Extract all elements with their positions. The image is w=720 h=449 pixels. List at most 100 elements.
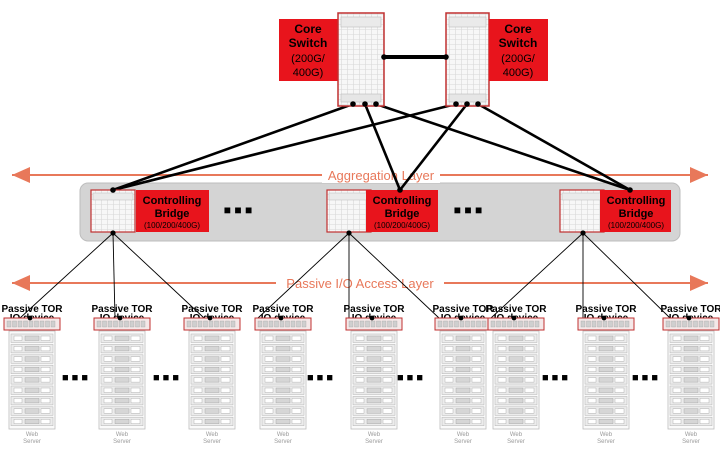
port-icon	[686, 315, 692, 321]
tor-label: Passive TOR	[486, 304, 548, 315]
port-icon	[346, 230, 352, 236]
rack-ellipsis: ■ ■ ■	[153, 372, 179, 384]
bridge-ellipsis: ■ ■ ■	[224, 203, 252, 217]
access-link	[257, 232, 350, 319]
port-icon	[110, 187, 116, 193]
tor-label: Passive TOR	[92, 304, 154, 315]
server-label: Server	[23, 439, 41, 445]
rack-ellipsis: ■ ■ ■	[307, 372, 333, 384]
bridge-label: Bridge	[619, 208, 654, 220]
port-icon	[207, 315, 213, 321]
port-icon	[475, 101, 481, 107]
bridge-label: Controlling	[607, 195, 666, 207]
bridge-label: Controlling	[143, 195, 202, 207]
bridge-speed: (100/200/400G)	[608, 221, 664, 230]
port-icon	[350, 101, 356, 107]
server-label: Server	[365, 439, 383, 445]
server-label: Web	[368, 432, 381, 438]
access-racks: Passive TORIO deviceWebServerPassive TOR…	[2, 304, 720, 445]
port-icon	[373, 101, 379, 107]
tor-rack: Passive TORIO deviceWebServer	[344, 304, 406, 445]
core-switch-speed: 400G)	[293, 67, 324, 79]
port-icon	[443, 54, 449, 60]
port-icon	[464, 101, 470, 107]
server-label: Web	[26, 432, 39, 438]
bridge-speed: (100/200/400G)	[144, 221, 200, 230]
aggregation-layer-label: Aggregation Layer	[328, 168, 435, 183]
core-switch-speed: (200G/	[501, 53, 536, 65]
port-icon	[627, 187, 633, 193]
core-link	[398, 103, 469, 191]
access-link	[19, 232, 114, 319]
server-label: Server	[682, 439, 700, 445]
tor-label: Passive TOR	[576, 304, 638, 315]
server-label: Web	[457, 432, 470, 438]
tor-rack: Passive TORIO deviceWebServer	[433, 304, 495, 445]
tor-rack: Passive TORIO deviceWebServer	[92, 304, 154, 445]
core-switch-label: Switch	[289, 36, 328, 50]
access-link	[112, 232, 205, 319]
bridge-label: Controlling	[373, 195, 432, 207]
bridge-speed: (100/200/400G)	[374, 221, 430, 230]
core-switch-label: Core	[504, 22, 532, 36]
tor-label: Passive TOR	[433, 304, 495, 315]
port-icon	[117, 315, 123, 321]
server-label: Server	[203, 439, 221, 445]
core-link	[477, 102, 631, 192]
server-label: Server	[113, 439, 131, 445]
access-link	[348, 232, 440, 319]
port-icon	[110, 230, 116, 236]
core-link	[112, 102, 354, 192]
port-icon	[27, 315, 33, 321]
port-icon	[601, 315, 607, 321]
access-link	[582, 232, 671, 319]
server-label: Server	[507, 439, 525, 445]
server-label: Web	[600, 432, 613, 438]
rack-ellipsis: ■ ■ ■	[62, 372, 88, 384]
port-icon	[397, 187, 403, 193]
server-label: Server	[274, 439, 292, 445]
tor-label: Passive TOR	[2, 304, 64, 315]
port-icon	[278, 315, 284, 321]
controlling-bridge-right: Controlling Bridge (100/200/400G)	[559, 187, 671, 236]
tor-rack: Passive TORIO deviceWebServer	[486, 304, 548, 445]
tor-label: Passive TOR	[182, 304, 244, 315]
core-link	[112, 102, 457, 192]
tor-label: Passive TOR	[344, 304, 406, 315]
tor-rack: Passive TORIO deviceWebServer	[661, 304, 720, 445]
core-links	[112, 55, 631, 192]
core-switch-chassis	[337, 12, 385, 107]
server-label: Web	[277, 432, 290, 438]
bridge-label: Bridge	[155, 208, 190, 220]
server-label: Web	[116, 432, 129, 438]
server-label: Server	[597, 439, 615, 445]
rack-ellipsis: ■ ■ ■	[632, 372, 658, 384]
access-link	[490, 232, 584, 319]
core-switch-left: Core Switch (200G/ 400G)	[279, 12, 387, 107]
rack-ellipsis: ■ ■ ■	[397, 372, 423, 384]
tor-rack: Passive TORIO deviceWebServer	[576, 304, 638, 445]
server-label: Server	[454, 439, 472, 445]
tor-label: Passive TOR	[661, 304, 720, 315]
server-label: Web	[685, 432, 698, 438]
core-switch-label: Core	[294, 22, 322, 36]
core-switch-label: Switch	[499, 36, 538, 50]
access-link	[112, 232, 116, 319]
core-switch-right: Core Switch (200G/ 400G)	[443, 12, 548, 107]
port-icon	[453, 101, 459, 107]
port-icon	[511, 315, 517, 321]
port-icon	[362, 101, 368, 107]
bridge-ellipsis: ■ ■ ■	[454, 203, 482, 217]
port-icon	[381, 54, 387, 60]
port-icon	[369, 315, 375, 321]
tor-rack: Passive TORIO deviceWebServer	[2, 304, 64, 445]
core-switch-speed: (200G/	[291, 53, 326, 65]
access-links	[19, 232, 671, 319]
tor-rack: Passive TORIO deviceWebServer	[182, 304, 244, 445]
port-icon	[580, 230, 586, 236]
controlling-bridge-middle: Controlling Bridge (100/200/400G)	[326, 187, 438, 236]
port-icon	[458, 315, 464, 321]
access-layer-label: Passive I/O Access Layer	[286, 276, 434, 291]
server-label: Web	[510, 432, 523, 438]
